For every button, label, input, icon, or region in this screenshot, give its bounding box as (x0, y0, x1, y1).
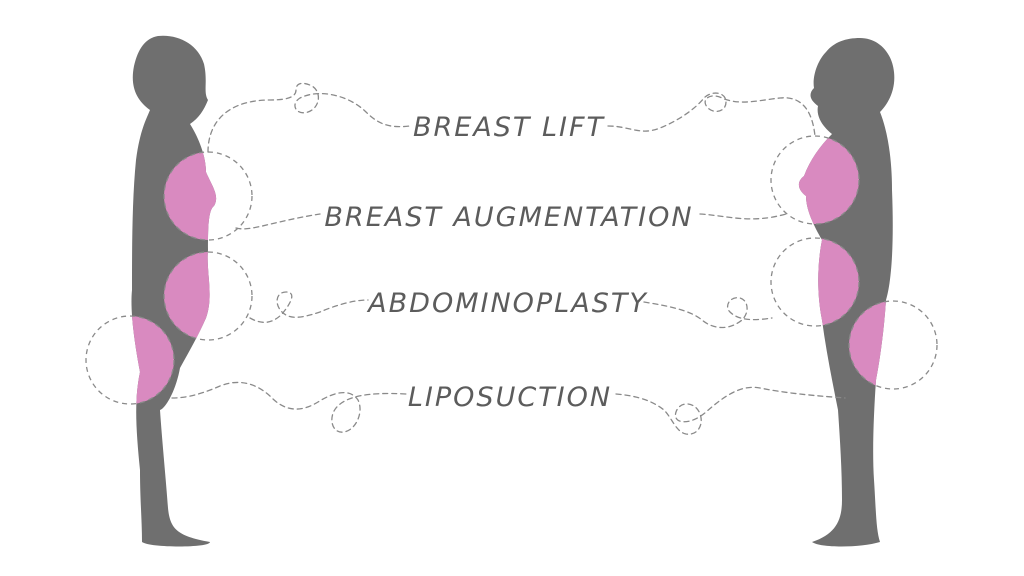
connector-breast-lift-right (607, 92, 816, 137)
left-silhouette (131, 35, 217, 547)
right-breast-circle (770, 135, 860, 225)
connector-breast-aug-right (699, 213, 787, 220)
right-silhouette (798, 38, 895, 547)
connector-lipo-left (171, 381, 407, 433)
label-breast-lift: BREAST LIFT (413, 112, 606, 143)
connector-breast-lift-left (207, 82, 411, 153)
left-hip-circle (85, 315, 175, 405)
label-abdominoplasty: ABDOMINOPLASTY (366, 288, 648, 319)
right-hip-circle (848, 300, 938, 390)
left-breast-highlight (164, 152, 217, 240)
left-abdomen-highlight (164, 252, 217, 340)
connector-lipo-right (615, 386, 846, 435)
connector-abdomino-right (643, 297, 773, 329)
region-circles (85, 135, 938, 405)
label-liposuction: LIPOSUCTION (408, 382, 612, 413)
right-breast-highlight (798, 136, 859, 224)
connector-breast-aug-left (235, 213, 321, 230)
connector-abdomino-left (249, 291, 369, 324)
procedure-labels: BREAST LIFT BREAST AUGMENTATION ABDOMINO… (324, 112, 693, 413)
left-hip-highlight (131, 316, 174, 404)
connector-lines (171, 82, 846, 435)
left-abdomen-circle (163, 251, 253, 341)
label-breast-augmentation: BREAST AUGMENTATION (324, 202, 693, 233)
right-abdomen-circle (770, 237, 860, 327)
